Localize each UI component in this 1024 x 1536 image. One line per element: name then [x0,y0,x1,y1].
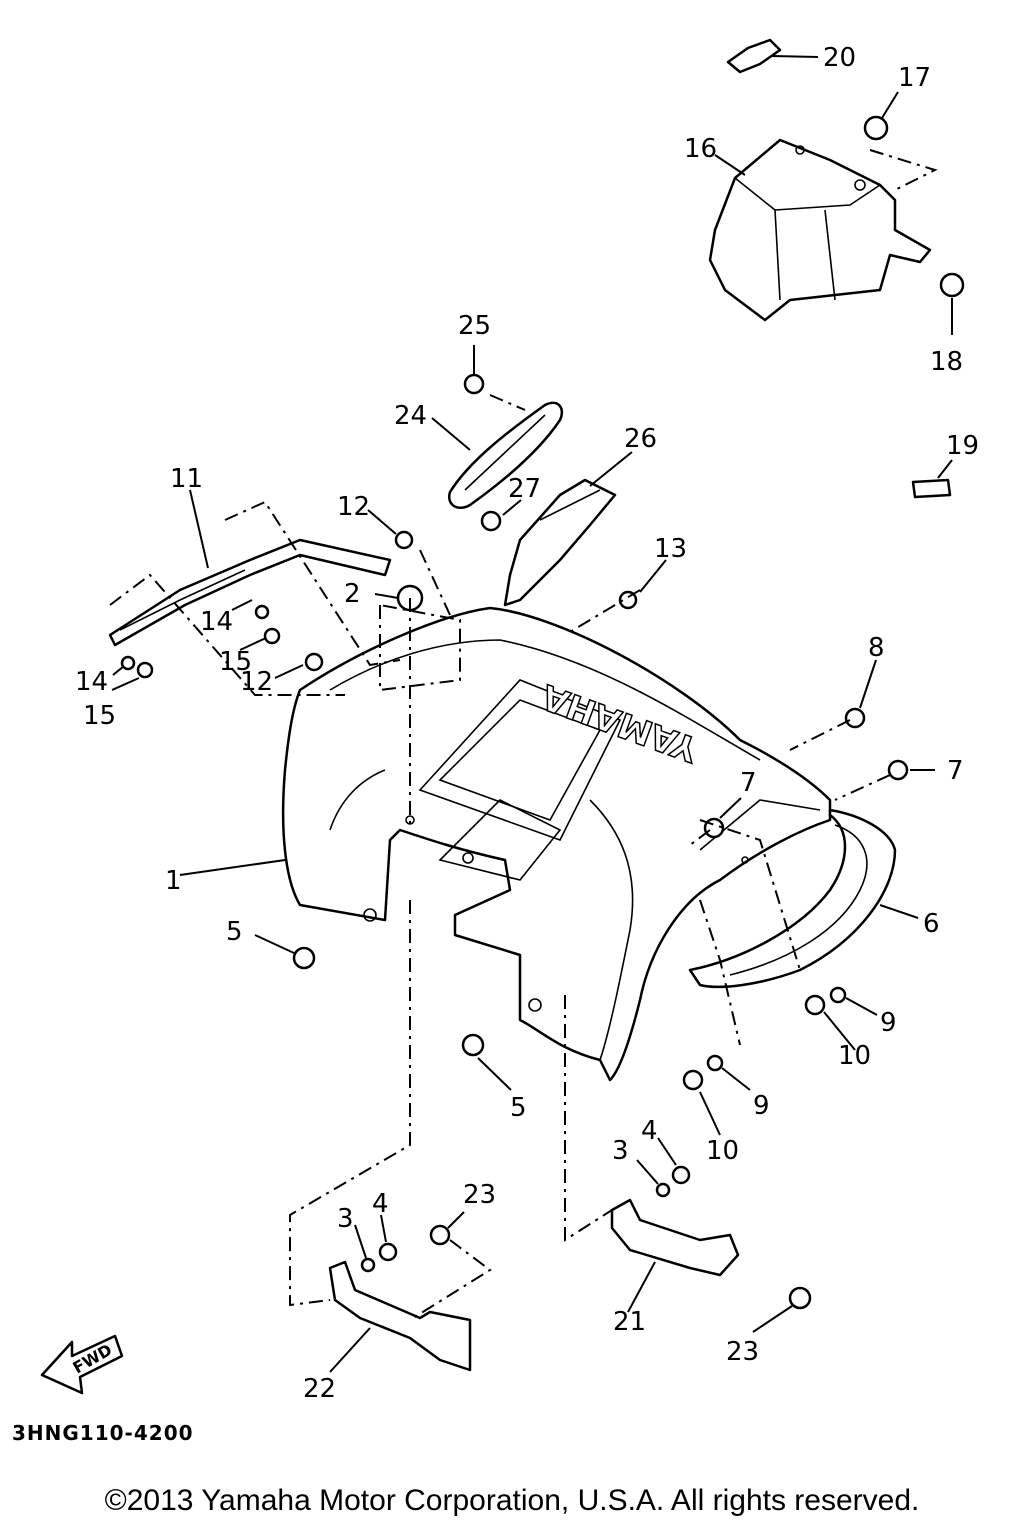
callout-12: 12 [240,667,273,697]
callout-15: 15 [83,701,116,731]
callout-22: 22 [303,1374,336,1404]
callout-3: 3 [337,1204,354,1234]
bracket-right [610,1198,740,1277]
callout-5: 5 [226,917,243,947]
callout-4: 4 [641,1116,658,1146]
callout-23: 23 [463,1180,496,1210]
callout-10: 10 [838,1041,871,1071]
callout-15: 15 [219,647,252,677]
callout-7: 7 [740,768,757,798]
callout-4: 4 [372,1189,389,1219]
bracket-left [328,1260,472,1372]
callout-18: 18 [930,347,963,377]
callout-9: 9 [880,1008,897,1038]
fender-garnish [688,808,897,989]
fwd-arrow: FWD [40,1334,124,1395]
diagram-code: 3HNG110-4200 [12,1421,194,1445]
callout-14: 14 [75,667,108,697]
clip-part [726,38,782,74]
storage-box [708,138,932,322]
rear-fender: YAMAHA [281,606,832,1082]
copyright-notice: ©2013 Yamaha Motor Corporation, U.S.A. A… [104,1484,920,1517]
callout-25: 25 [458,311,491,341]
callout-24: 24 [394,401,427,431]
assembly-lines [109,149,938,1321]
callout-26: 26 [624,424,657,454]
callout-23: 23 [726,1337,759,1367]
callout-10: 10 [706,1136,739,1166]
callout-7: 7 [947,756,964,786]
callout-6: 6 [923,909,940,939]
callout-12: 12 [337,492,370,522]
plate-part [447,401,564,509]
callout-17: 17 [898,63,931,93]
callout-9: 9 [753,1091,770,1121]
cover-part [503,478,617,607]
leader-lines [111,55,953,1373]
rail-bracket [108,538,392,647]
callout-8: 8 [868,633,885,663]
callout-3: 3 [612,1136,629,1166]
callout-5: 5 [510,1093,527,1123]
callout-16: 16 [684,134,717,164]
callout-labels: 1 2 3 3 4 4 5 5 6 7 7 8 9 9 10 10 11 12 … [75,43,979,1404]
callout-13: 13 [654,534,687,564]
callout-19: 19 [946,431,979,461]
callout-20: 20 [823,43,856,73]
callout-21: 21 [613,1307,646,1337]
callout-27: 27 [508,474,541,504]
callout-2: 2 [344,579,361,609]
callout-11: 11 [170,464,203,494]
pad-part [911,478,952,499]
callout-14: 14 [200,607,233,637]
callout-1: 1 [165,866,182,896]
